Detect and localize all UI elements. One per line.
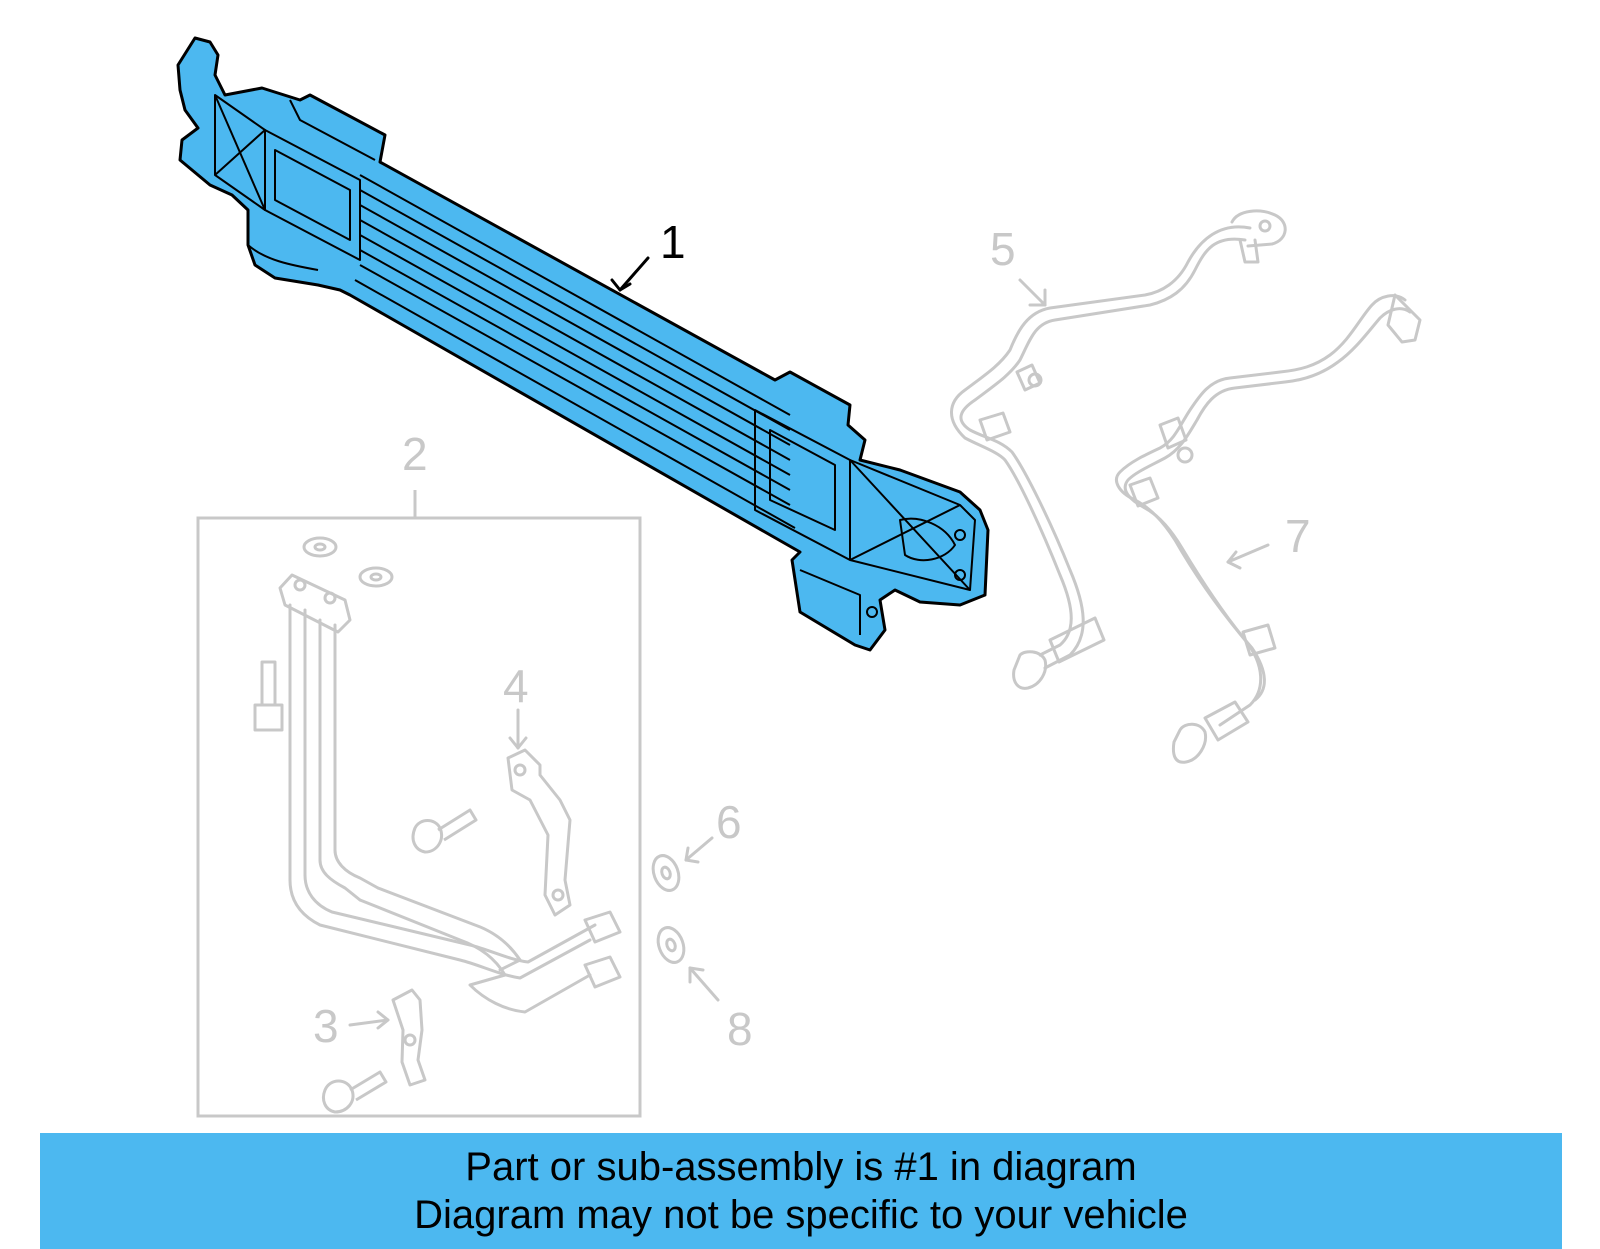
part-2-tube-assembly [253, 536, 622, 1014]
part-2-group-box [196, 490, 642, 1118]
banner-line-disclaimer: Diagram may not be specific to your vehi… [414, 1193, 1188, 1237]
callout-4-arrow [508, 708, 528, 750]
callout-1-arrow [610, 256, 650, 292]
callout-3-arrow [348, 1010, 390, 1030]
part-1-oil-cooler[interactable] [176, 36, 990, 652]
callout-7: 7 [1285, 510, 1311, 562]
info-banner: Part or sub-assembly is #1 in diagram Di… [40, 1133, 1562, 1249]
callout-5: 5 [990, 223, 1016, 275]
part-4-bracket [411, 748, 572, 917]
callout-3: 3 [313, 1000, 339, 1052]
banner-line-part: Part or sub-assembly is #1 in diagram [465, 1145, 1137, 1189]
callout-1: 1 [660, 216, 686, 268]
callout-4: 4 [503, 660, 529, 712]
callout-7-arrow [1226, 543, 1270, 570]
part-3-clamp [321, 988, 427, 1114]
callout-8-arrow [688, 966, 720, 1002]
part-8-washer [656, 926, 686, 964]
callout-arrows [348, 256, 1270, 1030]
callout-5-arrow [1018, 278, 1047, 307]
part-6-washer [651, 854, 681, 892]
part-7-hose [1115, 293, 1422, 764]
callout-6-arrow [684, 836, 714, 864]
callout-6: 6 [716, 796, 742, 848]
part-5-hose [950, 209, 1287, 690]
callout-2: 2 [402, 428, 428, 480]
callout-8: 8 [727, 1003, 753, 1055]
